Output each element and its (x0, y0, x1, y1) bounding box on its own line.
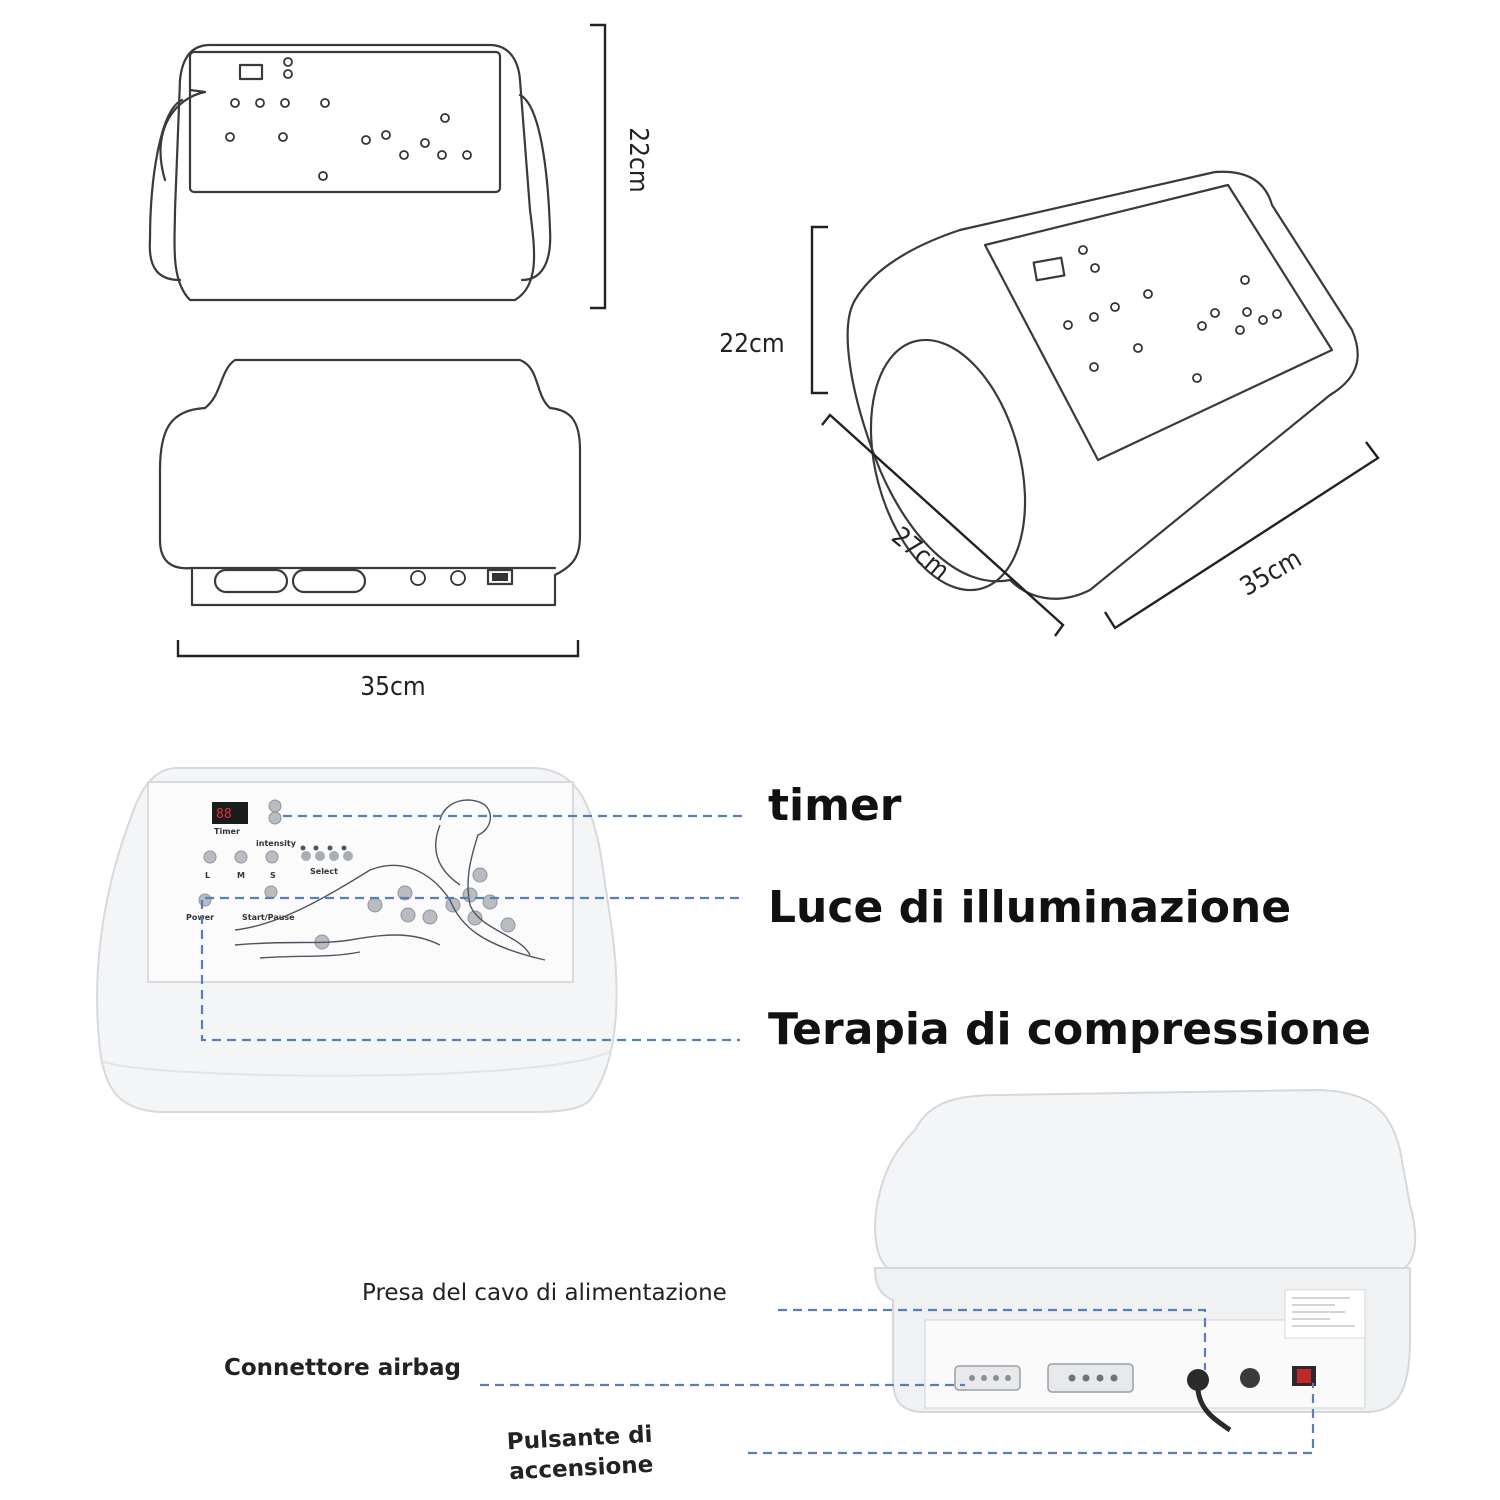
back-airbag-port-1 (213, 568, 289, 594)
select-leds (300, 845, 347, 851)
timer-display (212, 802, 248, 824)
body-figure-outline (234, 799, 546, 961)
front-leader-lines (200, 814, 745, 1042)
back-socket-circle-1 (410, 570, 426, 586)
svg-text:88: 88 (216, 807, 232, 822)
panel-label-select: Select (310, 867, 338, 876)
select-buttons (301, 851, 353, 861)
front-height-label: 22cm (623, 127, 653, 192)
back-width-label: 35cm (360, 672, 425, 702)
front-view-drawing: 22cm (148, 23, 653, 310)
iso-width-bracket (1103, 441, 1380, 630)
front-control-panel (147, 781, 574, 983)
front-height-bracket (590, 23, 607, 310)
back-view-drawing: 35cm (158, 358, 582, 702)
callout-power-button: Pulsante di accensione (506, 1421, 654, 1486)
callout-timer: timer (768, 780, 902, 831)
panel-buttons (198, 799, 516, 950)
callout-airbag-connector: Connettore airbag (224, 1355, 461, 1381)
iso-width-label: 35cm (1235, 544, 1307, 603)
iso-height-bracket (810, 225, 828, 395)
panel-label-m: M (237, 871, 245, 880)
panel-label-intensity: intensity (256, 839, 297, 848)
callout-compression: Terapia di compressione (768, 1004, 1371, 1055)
back-socket-circle-2 (450, 570, 466, 586)
panel-label-power: Power (186, 913, 214, 922)
device-back-photo (873, 1088, 1417, 1433)
panel-label-l: L (205, 871, 210, 880)
airbag-connector-2 (1047, 1363, 1134, 1393)
back-airbag-port-2 (291, 568, 367, 594)
fuse-holder (1240, 1368, 1260, 1388)
iso-height-label: 22cm (719, 329, 784, 359)
isometric-view-drawing: 22cm 27cm 35cm (719, 170, 1380, 637)
spec-label-sticker (1284, 1289, 1366, 1339)
callout-power-socket: Presa del cavo di alimentazione (362, 1280, 727, 1306)
panel-label-start-pause: Start/Pause (242, 913, 295, 922)
iso-depth-label: 27cm (885, 521, 954, 586)
power-switch (1297, 1369, 1311, 1383)
power-cable-socket (1187, 1369, 1209, 1391)
back-switch-outline (486, 568, 514, 586)
airbag-connector-1 (954, 1365, 1021, 1391)
front-panel-dots (225, 57, 472, 181)
back-leader-lines (480, 1308, 1315, 1455)
back-width-bracket (176, 640, 580, 658)
isometric-panel-dots (1032, 245, 1282, 383)
callout-light: Luce di illuminazione (768, 882, 1292, 933)
panel-label-timer: Timer (214, 827, 240, 836)
device-front-photo: 88 Timer intensity L M S Select Power St… (96, 767, 618, 1113)
panel-label-s: S (270, 871, 276, 880)
iso-depth-bracket (821, 413, 1065, 637)
